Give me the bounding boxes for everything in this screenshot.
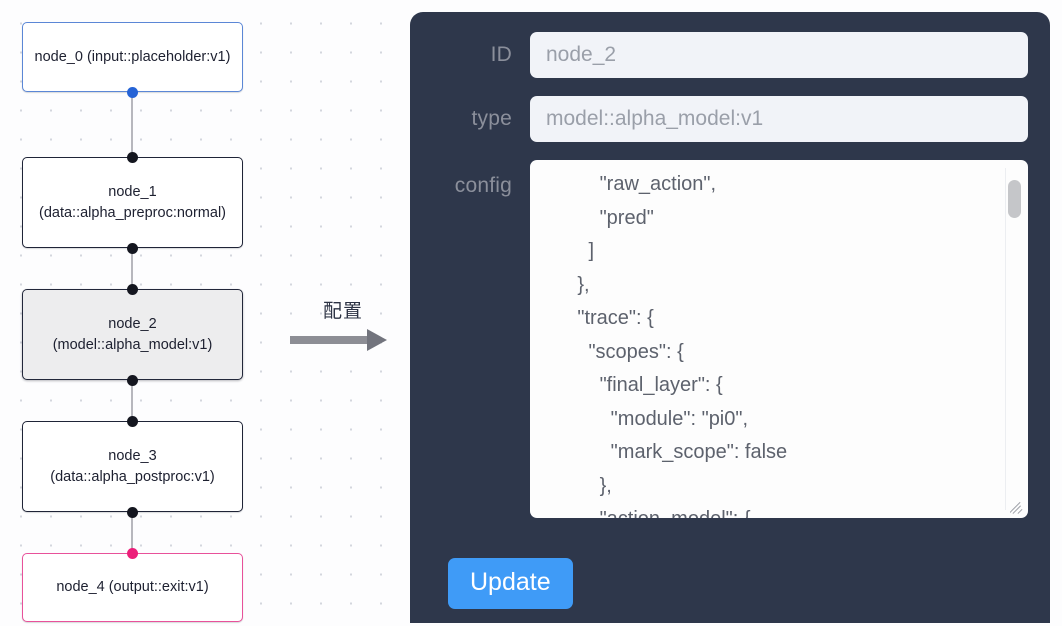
node-handle-source-node_3[interactable] <box>126 506 138 518</box>
transition-caption: 配置 <box>322 300 363 322</box>
flow-canvas[interactable]: node_0 (input::placeholder:v1) node_1 (d… <box>0 0 1062 626</box>
graph-node-node_0[interactable]: node_0 (input::placeholder:v1) <box>22 22 243 92</box>
id-input[interactable] <box>530 32 1028 78</box>
node-handle-target-node_1[interactable] <box>126 151 138 163</box>
graph-node-node_1[interactable]: node_1 (data::alpha_preproc:normal) <box>22 157 243 248</box>
type-label: type <box>471 107 512 130</box>
type-field-row: type <box>432 96 1028 142</box>
config-scrollbar[interactable] <box>1005 168 1022 510</box>
node-handle-target-node_3[interactable] <box>126 415 138 427</box>
graph-node-label: node_3 (data::alpha_postproc:v1) <box>50 447 215 485</box>
node-graph: node_0 (input::placeholder:v1) node_1 (d… <box>0 0 280 626</box>
config-scrollbar-thumb[interactable] <box>1008 180 1021 218</box>
node-handle-source-node_1[interactable] <box>126 242 138 254</box>
config-field-row: config "raw_action", "pred" ] }, "trace"… <box>432 160 1028 518</box>
graph-node-label: node_1 (data::alpha_preproc:normal) <box>39 183 226 221</box>
graph-node-label: node_2 (model::alpha_model:v1) <box>52 315 213 353</box>
graph-node-label: node_0 (input::placeholder:v1) <box>34 48 231 65</box>
graph-node-node_2[interactable]: node_2 (model::alpha_model:v1) <box>22 289 243 380</box>
config-textarea[interactable]: "raw_action", "pred" ] }, "trace": { "sc… <box>530 160 1028 518</box>
config-textarea-wrap: "raw_action", "pred" ] }, "trace": { "sc… <box>530 160 1028 518</box>
node-handle-source-node_0[interactable] <box>126 86 138 98</box>
right-arrow-icon <box>288 329 398 351</box>
node-handle-source-node_2[interactable] <box>126 374 138 386</box>
id-label: ID <box>490 43 512 66</box>
graph-node-node_4[interactable]: node_4 (output::exit:v1) <box>22 553 243 622</box>
transition-annotation: 配置 <box>288 296 398 351</box>
edge-node1-node2 <box>131 248 133 289</box>
node-handle-target-node_2[interactable] <box>126 283 138 295</box>
node-inspector-panel: ID type config "raw_action", "pred" ] },… <box>410 12 1050 623</box>
config-label: config <box>454 174 512 197</box>
edge-node3-node4 <box>131 512 133 553</box>
graph-node-label: node_4 (output::exit:v1) <box>56 579 209 595</box>
graph-node-node_3[interactable]: node_3 (data::alpha_postproc:v1) <box>22 421 243 512</box>
node-handle-target-node_4[interactable] <box>126 547 138 559</box>
edge-node0-node1 <box>131 92 133 157</box>
update-button[interactable]: Update <box>448 558 573 609</box>
edge-node2-node3 <box>131 380 133 421</box>
id-field-row: ID <box>432 32 1028 78</box>
resize-grip-icon[interactable] <box>1010 500 1025 515</box>
type-input[interactable] <box>530 96 1028 142</box>
